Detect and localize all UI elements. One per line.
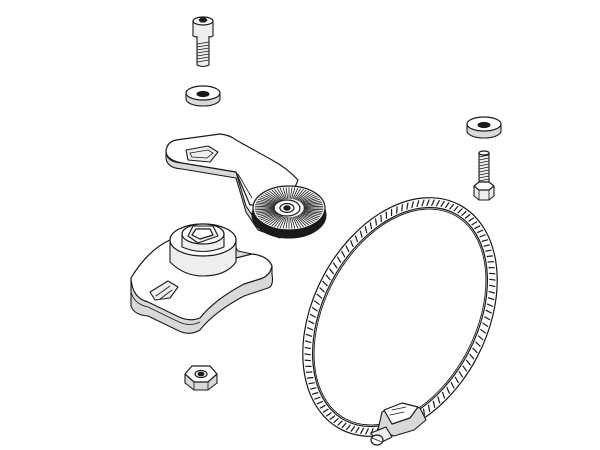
flat-washer-left-icon: [185, 85, 221, 107]
flat-washer-right-icon: [466, 116, 502, 139]
cap-screw-icon: [192, 16, 214, 68]
hose-clamp-icon: [302, 197, 498, 446]
hex-nut-icon: [184, 365, 218, 391]
rosette-icon: [251, 185, 327, 239]
hex-bolt-icon: [473, 150, 495, 201]
base-mount-icon: [130, 223, 274, 334]
arm-bracket-icon: [165, 133, 299, 239]
